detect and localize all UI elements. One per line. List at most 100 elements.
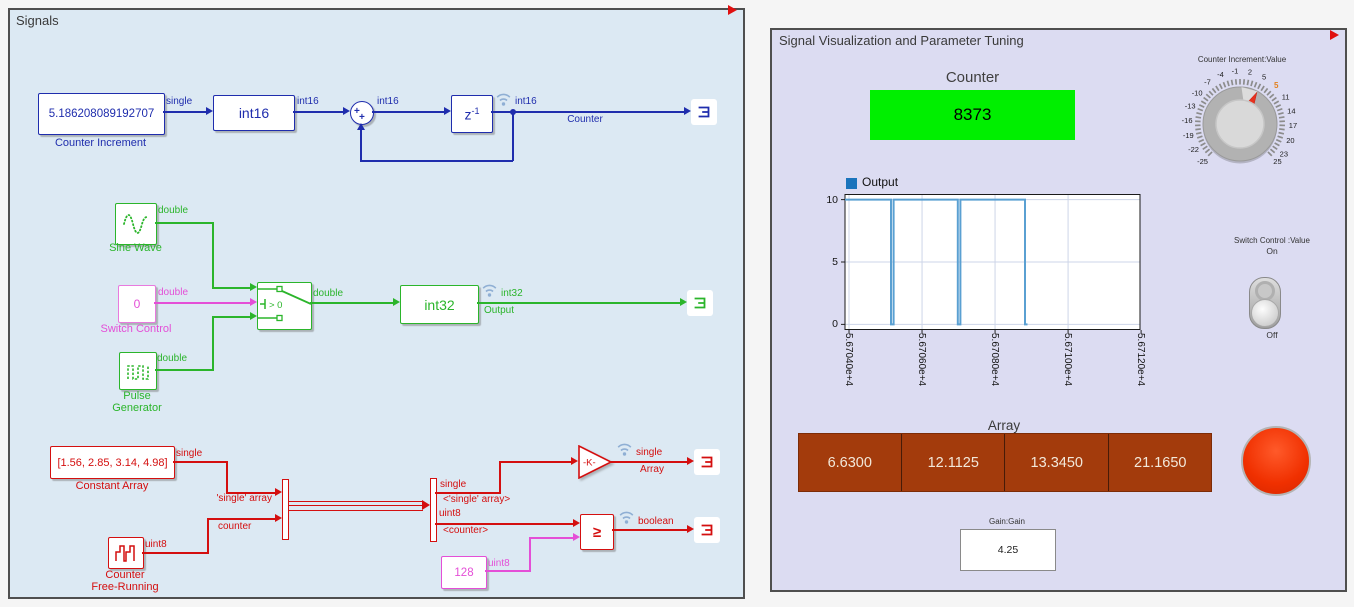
signal-name-label: Counter xyxy=(567,114,603,125)
switch-on-label: On xyxy=(1266,246,1278,256)
panel-corner-marker xyxy=(728,5,737,15)
signal-name-label: <counter> xyxy=(443,525,489,536)
scope-plot[interactable] xyxy=(840,194,1145,337)
output-port-counter[interactable] xyxy=(691,99,717,125)
svg-text:14: 14 xyxy=(1287,106,1295,115)
block-int32-conversion[interactable]: int32 xyxy=(400,285,479,324)
array-display-label: Array xyxy=(987,418,1021,433)
arrowhead xyxy=(680,298,687,306)
svg-text:-22: -22 xyxy=(1188,145,1199,154)
scope-xtick-label: 5.67060e+4 xyxy=(916,333,928,387)
bus-selector[interactable] xyxy=(430,478,437,542)
signal-line xyxy=(226,461,228,493)
wireless-signal-icon xyxy=(617,443,632,456)
signal-type-label: single xyxy=(636,447,663,458)
block-gain[interactable]: -K- xyxy=(578,445,612,479)
signal-type-label: single xyxy=(440,479,467,490)
gain-input-field[interactable]: 4.25 xyxy=(960,529,1056,571)
signal-line xyxy=(435,523,573,525)
signal-line xyxy=(212,222,214,288)
signal-name-label: Array xyxy=(640,464,664,475)
signal-type-label: uint8 xyxy=(439,508,461,519)
block-switch-control[interactable]: 0 xyxy=(118,285,156,323)
block-label-switch-control: Switch Control xyxy=(100,323,172,335)
svg-text:25: 25 xyxy=(1273,157,1281,166)
svg-text:-16: -16 xyxy=(1182,116,1193,125)
output-port-boolean[interactable] xyxy=(694,517,720,543)
block-pulse-generator[interactable] xyxy=(119,352,157,390)
signal-line xyxy=(155,222,214,224)
block-counter-free-running[interactable] xyxy=(108,537,144,569)
switch-label: Switch Control :Value xyxy=(1234,236,1310,245)
signal-line xyxy=(173,461,228,463)
toggle-knob xyxy=(1251,299,1279,327)
signal-line xyxy=(485,570,531,572)
signal-type-label: int16 xyxy=(515,96,537,107)
svg-text:-13: -13 xyxy=(1185,102,1196,111)
arrowhead xyxy=(275,488,282,496)
arrowhead xyxy=(343,107,350,115)
svg-text:-4: -4 xyxy=(1217,70,1224,79)
signal-line xyxy=(529,537,573,539)
pulse-generator-icon xyxy=(127,365,149,380)
svg-text:17: 17 xyxy=(1289,121,1297,130)
feedback-line xyxy=(360,160,513,162)
signal-type-label: double xyxy=(158,287,189,298)
dashboard-panel-title: Signal Visualization and Parameter Tunin… xyxy=(779,33,1024,48)
arrowhead xyxy=(571,457,578,465)
svg-text:-1: -1 xyxy=(1232,67,1239,76)
port-glyph xyxy=(701,524,713,536)
block-sum[interactable]: + + xyxy=(350,101,374,125)
bus-arrowhead xyxy=(422,500,430,510)
signals-panel-title: Signals xyxy=(16,13,59,28)
block-constant-128[interactable]: 128 xyxy=(441,556,487,589)
scope-ytick-label: 10 xyxy=(826,193,838,206)
svg-text:-25: -25 xyxy=(1197,157,1208,166)
block-switch[interactable]: > 0 xyxy=(257,282,312,330)
arrowhead xyxy=(573,533,580,541)
svg-text:-7: -7 xyxy=(1204,78,1211,87)
signal-line xyxy=(155,369,214,371)
array-cell: 12.1125 xyxy=(902,434,1006,491)
scope-legend-label: Output xyxy=(862,175,899,189)
svg-text:5: 5 xyxy=(1274,81,1279,90)
block-constant-array[interactable]: [1.56, 2.85, 3.14, 4.98] xyxy=(50,446,175,479)
signal-line xyxy=(207,518,275,520)
status-lamp xyxy=(1241,426,1311,496)
arrowhead xyxy=(206,107,213,115)
block-sine-wave[interactable] xyxy=(115,203,157,245)
signal-type-label: int16 xyxy=(297,96,319,107)
svg-text:> 0: > 0 xyxy=(269,300,282,311)
output-port-array[interactable] xyxy=(694,449,720,475)
counter-stairs-icon xyxy=(115,545,135,562)
block-relational-operator[interactable]: ≥ xyxy=(580,514,614,550)
output-port-output[interactable] xyxy=(687,290,713,316)
block-unit-delay[interactable]: z-1 xyxy=(451,95,493,133)
svg-text:-19: -19 xyxy=(1183,131,1194,140)
wireless-signal-icon xyxy=(496,93,511,106)
block-label-counter-increment: Counter Increment xyxy=(54,137,147,149)
scope-xtick-label: 5.67100e+4 xyxy=(1062,333,1074,387)
bus-line xyxy=(288,501,423,511)
scope-xtick-label: 5.67120e+4 xyxy=(1135,333,1147,387)
signal-line xyxy=(611,461,687,463)
signal-name-label: Output xyxy=(484,305,515,316)
bus-creator[interactable] xyxy=(282,479,289,540)
signal-line xyxy=(477,302,680,304)
block-counter-increment[interactable]: 5.186208089192707 xyxy=(38,93,165,135)
block-int16-conversion[interactable]: int16 xyxy=(213,95,295,131)
scope-ytick-label: 0 xyxy=(832,318,838,331)
counter-display-label: Counter xyxy=(945,69,1000,86)
svg-text:2: 2 xyxy=(1248,67,1252,76)
signal-type-label: boolean xyxy=(638,516,674,527)
block-label-sine-wave: Sine Wave xyxy=(109,242,162,254)
signal-line xyxy=(435,492,501,494)
scope-xtick-label: 5.67040e+4 xyxy=(843,333,855,387)
svg-text:-K-: -K- xyxy=(583,458,596,469)
block-label-pulse-generator: Pulse Generator xyxy=(112,390,162,414)
switch-control-toggle[interactable] xyxy=(1249,277,1281,329)
arrowhead xyxy=(393,298,400,306)
signal-name-label: 'single' array xyxy=(216,493,272,504)
svg-text:-10: -10 xyxy=(1192,88,1203,97)
